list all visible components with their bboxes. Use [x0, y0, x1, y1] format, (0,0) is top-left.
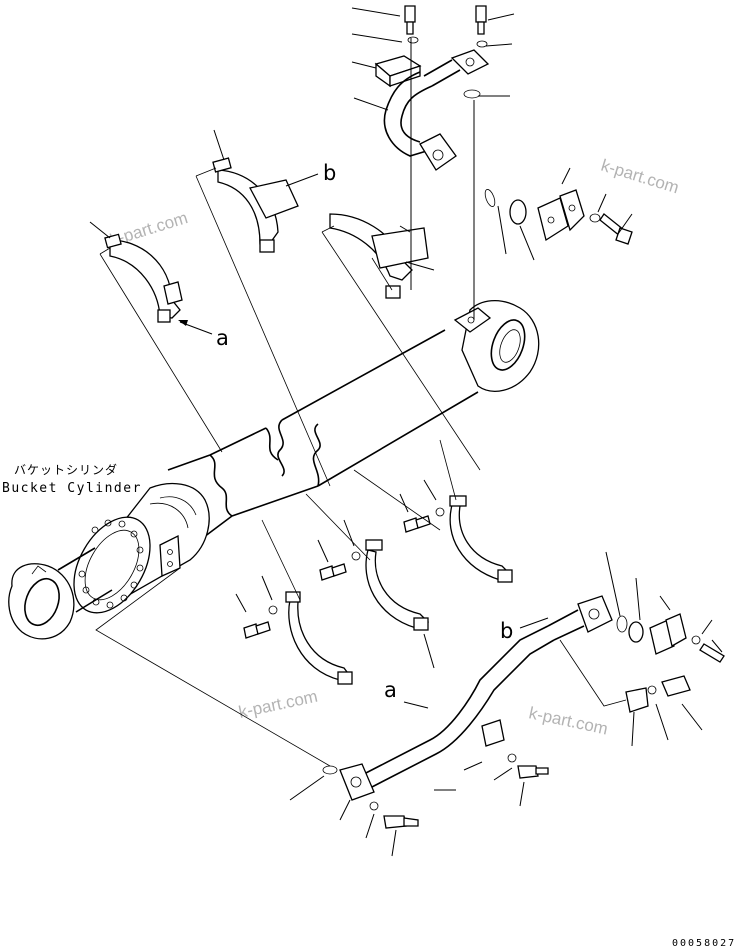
- split-flange-set-lower: [616, 613, 725, 713]
- ref-letter-b: b: [323, 161, 336, 185]
- ref-letter-a: a: [216, 326, 229, 350]
- part-label-jp: バケットシリンダ: [14, 462, 118, 477]
- tube-clamp-lower-2: [365, 539, 430, 631]
- ref-letter-a-lower: a: [384, 678, 397, 702]
- drawing-code: 00058027: [672, 938, 736, 949]
- mounting-bracket: [329, 213, 429, 299]
- leader-lines: [89, 7, 723, 857]
- cylinder-tube: [8, 300, 540, 640]
- part-label-en: Bucket Cylinder: [2, 481, 142, 496]
- lower-pipe-assembly: [322, 595, 613, 829]
- ref-letter-b-lower: b: [500, 619, 513, 643]
- tube-clamp-lower-1: [285, 591, 353, 685]
- tube-clamp-b: [212, 157, 299, 253]
- watermark: k-part.com: [527, 703, 609, 738]
- flange-bolt-ring: [78, 519, 144, 609]
- reference-lines: [95, 167, 627, 767]
- tube-clamp-a: [104, 233, 183, 323]
- tube-clamp-lower-3: [449, 495, 513, 583]
- split-flange-set-upper: [484, 189, 633, 245]
- clamp-bolts-lower: [243, 507, 445, 639]
- upper-pipe-assembly: [374, 5, 490, 320]
- watermark: k-part.com: [599, 156, 681, 198]
- watermark: k-part.com: [237, 687, 319, 722]
